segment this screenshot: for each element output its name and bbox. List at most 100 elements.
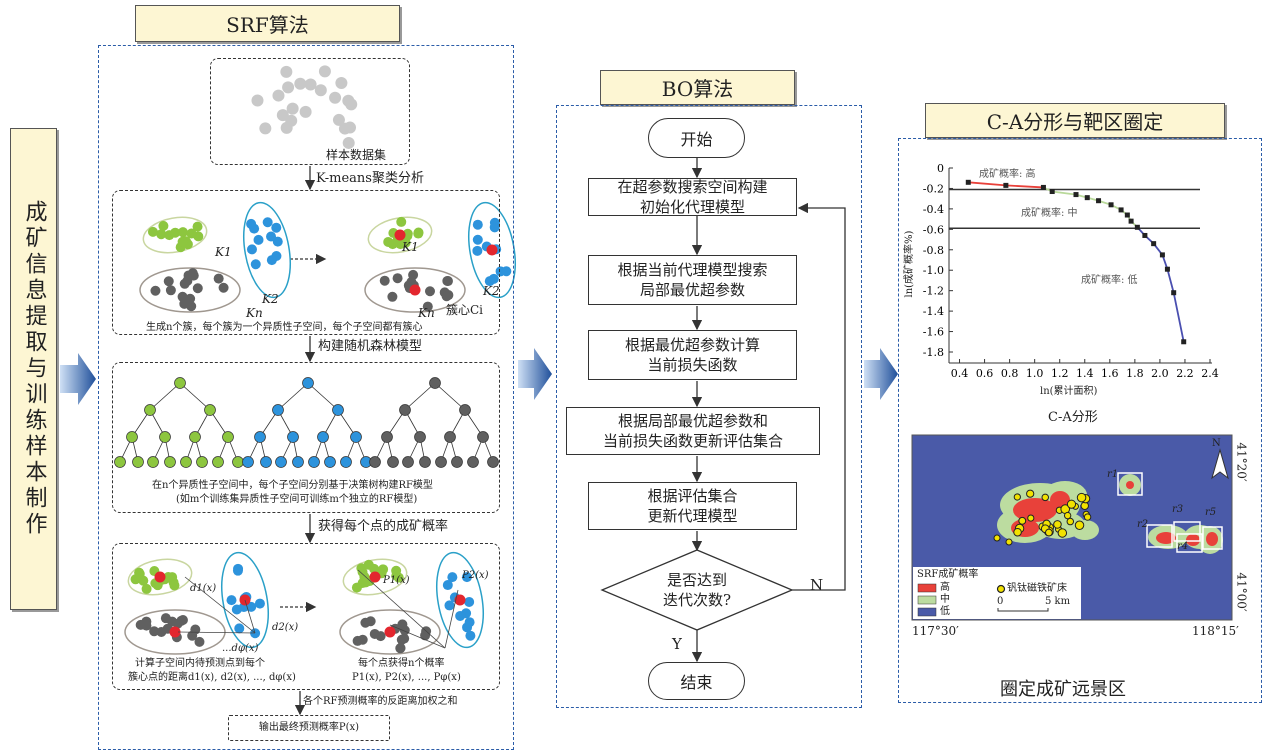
cluster-point — [271, 222, 282, 233]
cluster-point — [194, 636, 205, 647]
distance-label: ...dφ(x) — [222, 643, 259, 654]
tree-node — [302, 377, 314, 389]
tree-node — [222, 431, 234, 443]
lat-label: 41°20′ — [1234, 442, 1249, 482]
deposit-point — [1045, 528, 1053, 537]
data-point — [1164, 266, 1170, 272]
cluster-point — [422, 301, 433, 312]
sample-point — [286, 102, 299, 115]
tree-node — [381, 431, 393, 443]
cluster-point — [169, 580, 180, 591]
deposit-point — [1005, 538, 1013, 546]
cluster-point — [164, 230, 175, 241]
cluster-ellipse — [221, 551, 269, 649]
tree-node — [260, 456, 272, 468]
cluster-point — [363, 559, 374, 570]
x-tick-label: 1.6 — [1101, 367, 1119, 380]
data-point — [1040, 184, 1046, 190]
cluster-point — [266, 255, 277, 266]
tree-node — [114, 456, 126, 468]
cluster-point — [447, 572, 458, 583]
target-box — [1146, 524, 1173, 548]
cluster-center — [486, 244, 498, 256]
deposit-legend-label: 钒钛磁铁矿床 — [1007, 583, 1067, 594]
tree-node — [204, 404, 216, 416]
tree-node — [414, 431, 426, 443]
output-box: 输出最终预测概率P(x) — [228, 715, 390, 741]
cluster-point — [464, 617, 475, 628]
prob-high-zone — [1126, 481, 1134, 489]
cluster-point — [250, 259, 261, 270]
prob-high-zone — [1206, 532, 1218, 546]
cluster-center — [384, 626, 396, 638]
x-tick-label: 2.2 — [1176, 367, 1194, 380]
cluster-point — [186, 228, 197, 239]
cluster-point — [262, 217, 273, 228]
bo-panel — [556, 105, 862, 708]
cluster-point — [397, 619, 408, 630]
sample-point — [272, 89, 285, 102]
deposit-point — [993, 534, 1001, 542]
bo-step-5: 根据评估集合 更新代理模型 — [588, 482, 797, 530]
tree-edge — [307, 382, 339, 411]
cluster-ellipse — [364, 267, 466, 313]
tree-node — [292, 456, 304, 468]
x-tick-label: 1.8 — [1126, 367, 1144, 380]
start-node: 开始 — [648, 118, 745, 158]
x-tick-label: 0.6 — [976, 367, 994, 380]
sample-point — [294, 77, 307, 90]
sample-point — [276, 109, 289, 122]
segment-label-high: 成矿概率: 高 — [979, 169, 1036, 180]
cluster-point — [246, 601, 257, 612]
x-tick-label: 1.2 — [1051, 367, 1069, 380]
cluster-illustrations — [124, 65, 516, 655]
tree-node — [459, 404, 471, 416]
cluster-point — [141, 620, 152, 631]
cluster-point — [472, 234, 483, 245]
cluster-point — [387, 291, 398, 302]
lat-label: 41°00′ — [1234, 572, 1249, 612]
sample-point — [282, 81, 295, 94]
cluster-ellipse — [367, 216, 433, 254]
sample-point — [329, 91, 342, 104]
deposit-point — [1074, 520, 1085, 531]
cluster-point — [163, 276, 174, 287]
cluster-center — [154, 571, 166, 583]
scale-label: 0 — [997, 596, 1004, 607]
legend-box — [913, 567, 1081, 619]
stage-arrow — [60, 353, 96, 405]
sample-label: 样本数据集 — [326, 148, 387, 162]
data-point — [1049, 189, 1055, 195]
tree-node — [275, 456, 287, 468]
tree-node — [350, 431, 362, 443]
tree-node — [126, 431, 138, 443]
cluster-center — [409, 284, 421, 296]
data-point — [1073, 192, 1079, 198]
tree-edge — [179, 382, 211, 411]
cluster-ellipse — [142, 216, 208, 254]
tree-node — [387, 456, 399, 468]
sample-point — [332, 113, 345, 126]
tree-node — [477, 431, 489, 443]
cluster-ellipse — [436, 551, 484, 649]
cluster-label: K1 — [402, 240, 419, 254]
data-point — [1108, 202, 1114, 208]
tree-node — [196, 456, 208, 468]
cluster-center — [394, 229, 406, 241]
cluster-point — [455, 610, 466, 621]
x-tick-label: 2.4 — [1201, 367, 1219, 380]
cluster-ellipse — [243, 201, 291, 299]
prospect-caption: 圈定成矿远景区 — [1000, 679, 1126, 700]
prob-high-zone — [1186, 534, 1200, 546]
cluster-point — [489, 217, 500, 228]
tree-node — [317, 431, 329, 443]
target-label: r1 — [1107, 469, 1119, 480]
distance-line — [244, 599, 256, 634]
tree-node — [144, 404, 156, 416]
y-tick-label: 0 — [937, 162, 944, 175]
tree-node — [212, 456, 224, 468]
decision-label: 是否达到 迭代次数? — [662, 571, 732, 609]
random-forest-box — [112, 362, 500, 513]
cluster-point — [218, 282, 229, 293]
scale-bar — [997, 608, 1049, 612]
